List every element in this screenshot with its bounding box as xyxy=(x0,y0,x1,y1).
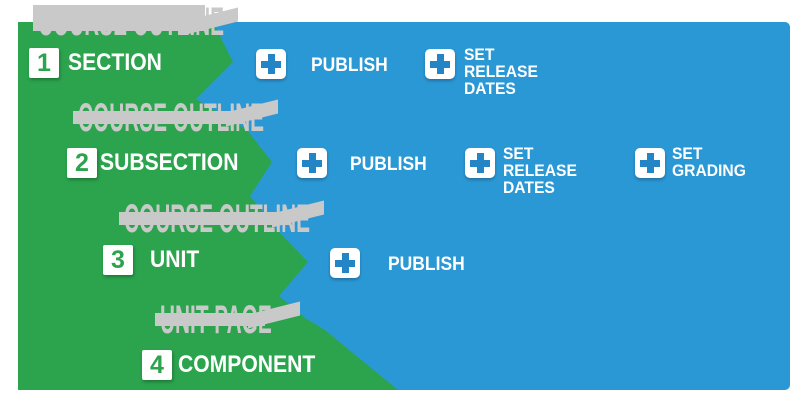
action-label-publish: PUBLISH xyxy=(350,154,427,175)
context-label-level-4: UNIT PAGE xyxy=(155,300,375,340)
level-2-number-badge: 2 xyxy=(67,148,97,178)
plus-icon xyxy=(635,148,665,178)
level-4-label: COMPONENT xyxy=(178,351,316,378)
mask-band xyxy=(119,212,291,225)
level-2-label: SUBSECTION xyxy=(100,149,239,176)
plus-icon xyxy=(297,148,327,178)
plus-icon xyxy=(425,49,455,79)
action-label-publish: PUBLISH xyxy=(388,254,465,275)
context-label-level-3: COURSE OUTLINE xyxy=(119,199,482,239)
level-number: 1 xyxy=(37,49,51,77)
action-label-set-release-dates: SET RELEASE DATES xyxy=(464,45,538,98)
level-4-number-badge: 4 xyxy=(142,350,172,380)
level-3-number-badge: 3 xyxy=(103,245,133,275)
action-label-publish: PUBLISH xyxy=(311,55,388,76)
level-number: 4 xyxy=(150,351,164,379)
level-1-number-badge: 1 xyxy=(29,48,59,78)
level-number: 3 xyxy=(111,246,125,274)
level-1-label: SECTION xyxy=(68,49,162,76)
plus-icon xyxy=(465,148,495,178)
action-label-set-release-dates: SET RELEASE DATES xyxy=(503,144,577,197)
mask-band xyxy=(155,313,265,326)
level-3-label: UNIT xyxy=(150,246,200,273)
action-label-set-grading: SET GRADING xyxy=(672,144,746,180)
plus-icon xyxy=(256,49,286,79)
plus-icon xyxy=(330,248,360,278)
level-number: 2 xyxy=(75,149,89,177)
context-label-level-2: COURSE OUTLINE xyxy=(73,98,436,138)
mask-band xyxy=(33,5,205,31)
context-label-level-1: COURSE OUTLINE xyxy=(33,2,396,42)
mask-band xyxy=(73,111,245,124)
